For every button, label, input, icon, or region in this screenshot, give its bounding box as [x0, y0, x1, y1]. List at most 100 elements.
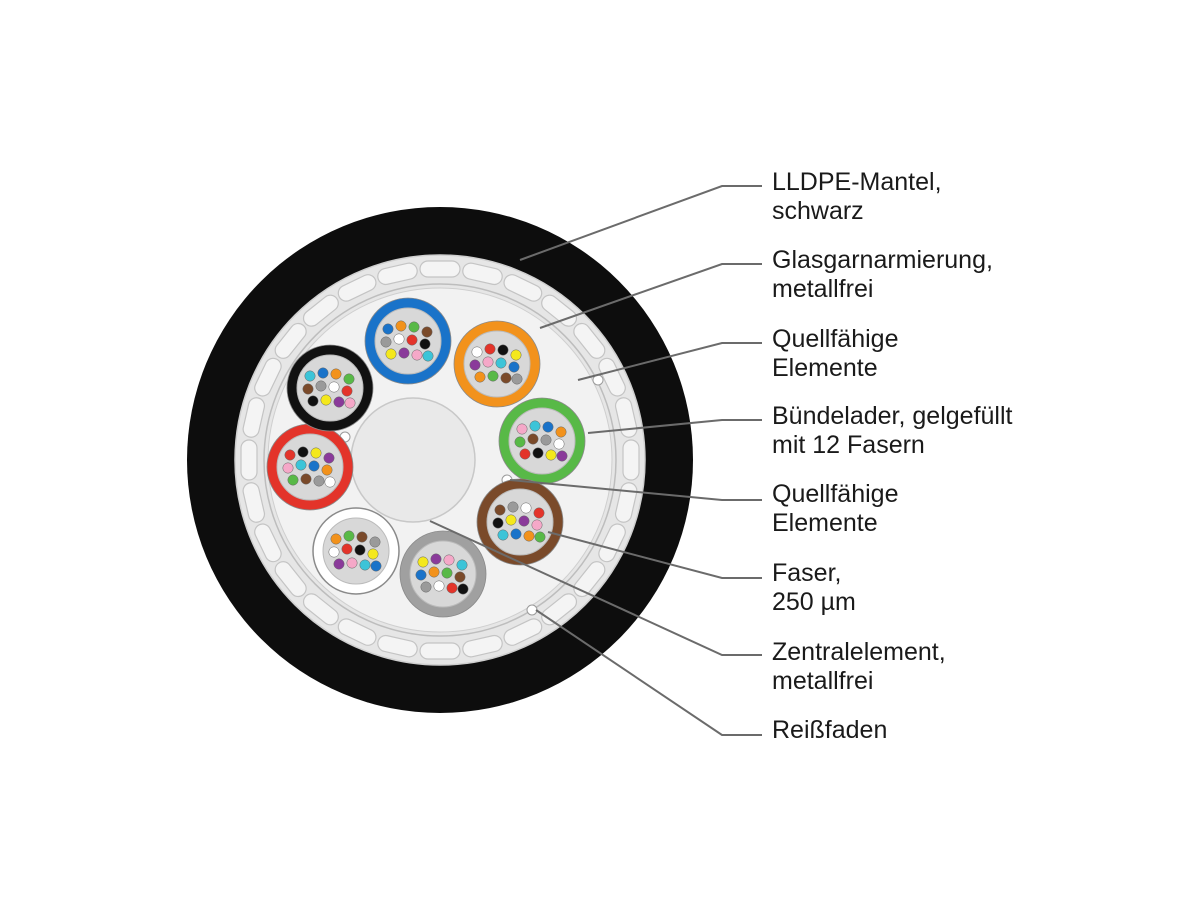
armor-yarn — [274, 322, 307, 359]
fiber — [310, 447, 322, 459]
fiber — [527, 433, 539, 445]
fiber — [419, 338, 431, 350]
fiber — [520, 502, 532, 514]
label-line: Zentralelement, — [772, 638, 946, 666]
fiber — [333, 396, 345, 408]
armor-yarn — [240, 439, 258, 481]
fiber — [328, 381, 340, 393]
fiber — [540, 434, 552, 446]
loose-tube-orange — [453, 320, 541, 408]
fiber — [542, 421, 554, 433]
armor-yarn — [598, 523, 626, 563]
label-line: Bündelader, gelgefüllt — [772, 402, 1013, 430]
fiber — [284, 449, 296, 461]
fiber — [469, 359, 481, 371]
fiber — [532, 447, 544, 459]
label-line: Elemente — [772, 354, 878, 382]
fiber — [456, 559, 468, 571]
fiber — [495, 357, 507, 369]
leader-lines — [429, 185, 762, 736]
loose-tube-grey — [399, 530, 487, 618]
fiber — [304, 370, 316, 382]
cable-cross-section — [187, 207, 693, 713]
fiber — [484, 343, 496, 355]
fiber — [330, 368, 342, 380]
label: LLDPE-Mantel,schwarz — [772, 168, 942, 225]
fiber — [519, 448, 531, 460]
fiber — [313, 475, 325, 487]
armor-yarn — [573, 561, 606, 598]
label-line: mit 12 Fasern — [772, 431, 925, 459]
fiber — [341, 543, 353, 555]
fiber — [534, 531, 546, 543]
armor-yarn — [419, 642, 461, 660]
fiber — [382, 323, 394, 335]
armor-yarn — [462, 262, 503, 286]
fiber — [370, 560, 382, 572]
fiber — [421, 326, 433, 338]
fiber — [430, 553, 442, 565]
leader-line — [429, 520, 762, 656]
fiber — [474, 371, 486, 383]
fiber — [533, 507, 545, 519]
fiber — [321, 464, 333, 476]
fiber — [507, 501, 519, 513]
loose-tube-blue — [364, 297, 452, 385]
fiber — [398, 347, 410, 359]
fiber — [307, 395, 319, 407]
armor-yarn — [242, 482, 266, 523]
fiber — [454, 571, 466, 583]
armor-yarn — [419, 260, 461, 278]
fiber — [415, 569, 427, 581]
fiber — [508, 361, 520, 373]
fiber — [492, 517, 504, 529]
fiber — [514, 436, 526, 448]
fiber — [529, 420, 541, 432]
fiber — [343, 373, 355, 385]
loose-tube-red — [266, 423, 354, 511]
armor-yarn — [598, 357, 626, 397]
armor-yarn — [274, 561, 307, 598]
fiber — [308, 460, 320, 472]
fiber — [516, 423, 528, 435]
fiber — [315, 380, 327, 392]
fiber — [494, 504, 506, 516]
leader-line — [577, 342, 762, 381]
label-line: 250 µm — [772, 588, 856, 616]
fiber — [545, 449, 557, 461]
armor-yarn — [377, 262, 418, 286]
leader-line — [535, 609, 762, 736]
fiber — [317, 367, 329, 379]
loose-tube-black — [286, 344, 374, 432]
loose-tube-brown — [476, 478, 564, 566]
fiber — [408, 321, 420, 333]
fiber — [367, 548, 379, 560]
label-line: Quellfähige — [772, 480, 898, 508]
fiber — [510, 528, 522, 540]
fiber — [356, 531, 368, 543]
fiber — [487, 370, 499, 382]
armor-yarn — [503, 274, 543, 302]
fiber — [523, 530, 535, 542]
fiber — [300, 473, 312, 485]
fiber — [441, 567, 453, 579]
fiber — [295, 459, 307, 471]
fiber — [500, 372, 512, 384]
fiber — [422, 350, 434, 362]
labels: LLDPE-Mantel,schwarzGlasgarnarmierung,me… — [772, 168, 1013, 744]
central-element — [350, 397, 476, 523]
swellable-element — [526, 604, 538, 616]
fiber — [556, 450, 568, 462]
fiber — [359, 559, 371, 571]
fiber — [433, 580, 445, 592]
leader-line — [587, 419, 762, 434]
label: Reißfaden — [772, 716, 887, 744]
fiber — [553, 438, 565, 450]
fiber — [417, 556, 429, 568]
leader-line — [509, 479, 762, 501]
loose-tube-green — [498, 397, 586, 485]
